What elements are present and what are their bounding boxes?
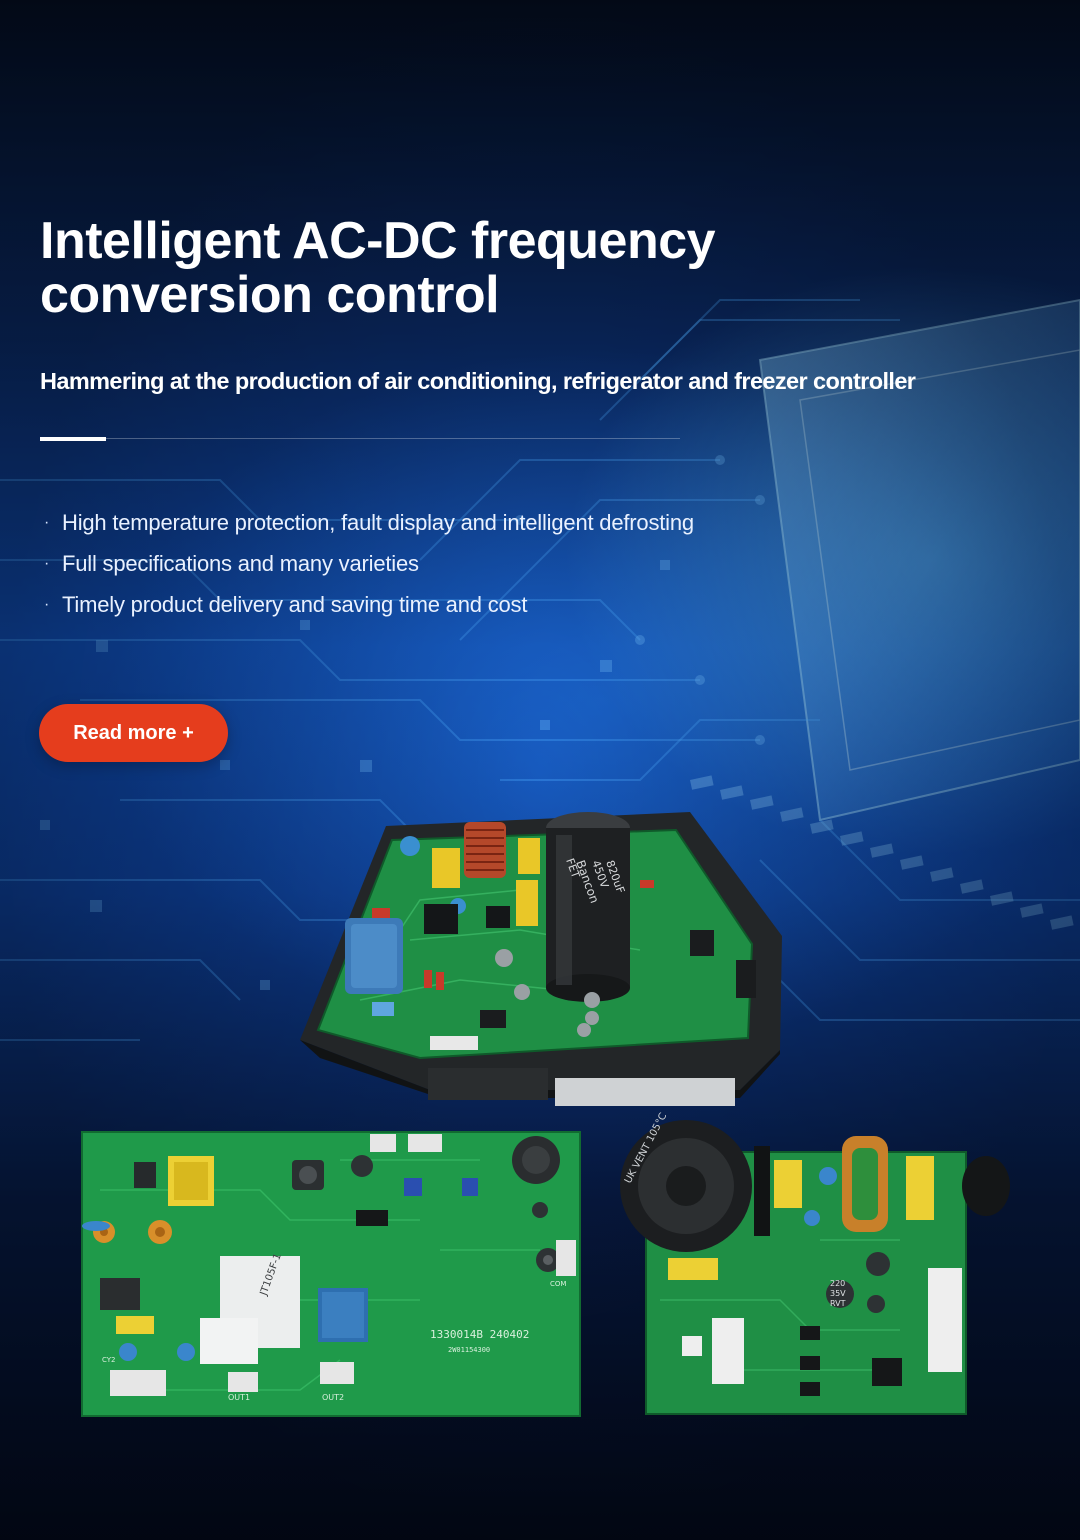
product-image-housed-controller: FET Bancon 450V 820uF [300,812,782,1106]
bullet-icon: · [44,514,50,531]
cy2-label: CY2 [102,1356,116,1364]
product-image-board-right: UK VENT 105°C 220 35V RVT [620,1111,1010,1415]
page-title-line-1: Intelligent AC-DC frequency [40,212,716,270]
small-cap-voltage: 35V [830,1289,846,1298]
feature-text: Timely product delivery and saving time … [62,592,528,617]
divider-accent [40,437,106,441]
feature-list: · High temperature protection, fault dis… [40,502,694,625]
page-subtitle: Hammering at the production of air condi… [40,368,916,394]
list-item: · Timely product delivery and saving tim… [40,584,694,625]
out1-label: OUT1 [228,1393,250,1402]
feature-text: High temperature protection, fault displ… [62,510,694,535]
product-image-board-left: JT105F-1 1330014B 240402 [81,1131,581,1417]
bullet-icon: · [44,596,50,613]
small-cap-value: 220 [830,1279,845,1288]
board-code: 1330014B 240402 [430,1328,529,1341]
page-title: Intelligent AC-DC frequency conversion c… [40,214,1040,322]
out2-label: OUT2 [322,1393,344,1402]
com-label: COM [550,1280,566,1288]
page-title-line-2: conversion control [40,266,500,324]
bullet-icon: · [44,555,50,572]
list-item: · High temperature protection, fault dis… [40,502,694,543]
board-serial: 2W01154300 [448,1346,490,1354]
divider-line [40,438,680,439]
list-item: · Full specifications and many varieties [40,543,694,584]
read-more-button[interactable]: Read more + [39,704,228,762]
small-cap-type: RVT [830,1299,846,1308]
feature-text: Full specifications and many varieties [62,551,419,576]
